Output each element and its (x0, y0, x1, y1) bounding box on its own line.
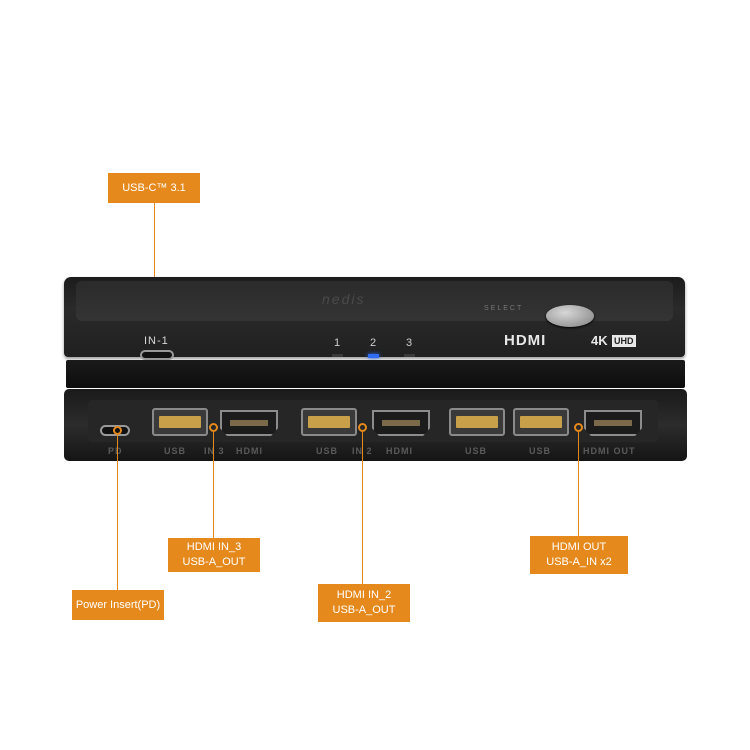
callout-hdmi-out-line1: HDMI OUT (551, 541, 607, 553)
rear-label-hdmi-out: HDMI OUT (583, 446, 636, 456)
usb-a-port-4 (513, 408, 569, 436)
callout-usb-c: USB-C™ 3.1 (108, 173, 200, 203)
4k-logo: 4K (591, 333, 608, 348)
select-label: SELECT (484, 305, 524, 312)
usb-a-port-3 (449, 408, 505, 436)
indicator-2-label: 2 (370, 337, 377, 349)
callout-hdmi-in2: HDMI IN_2 USB-A_OUT (318, 584, 410, 622)
rear-label-pd: PD (108, 446, 123, 456)
rear-label-usb-3: USB (465, 446, 488, 456)
front-port-label: IN-1 (144, 335, 169, 347)
hdmi-port-out (584, 410, 642, 436)
callout-in2-line (362, 432, 363, 584)
callout-hdmi-out: HDMI OUT USB-A_IN x2 (530, 536, 628, 574)
callout-out-line (578, 432, 579, 538)
hdmi-port-in3 (220, 410, 278, 436)
indicator-1-led (332, 354, 343, 357)
rear-label-hdmi-2: HDMI (386, 446, 413, 456)
callout-usb-c-text: USB-C™ 3.1 (122, 181, 186, 194)
indicator-1-label: 1 (334, 337, 341, 349)
callout-power: Power Insert(PD) (72, 590, 164, 620)
rear-label-usb-2: USB (316, 446, 339, 456)
callout-out-dot (574, 423, 583, 432)
indicator-3-led (404, 354, 415, 357)
indicator-2-led (368, 354, 379, 358)
indicator-3-label: 3 (406, 337, 413, 349)
callout-hdmi-in2-line1: HDMI IN_2 (336, 589, 392, 601)
rear-label-in2: IN 2 (352, 446, 373, 456)
callout-hdmi-in2-line2: USB-A_OUT (332, 604, 396, 616)
callout-hdmi-in3-line2: USB-A_OUT (182, 556, 246, 568)
rear-label-usb-4: USB (529, 446, 552, 456)
device-top-unit: nedis SELECT IN-1 1 2 3 HDMI 4K UHD (64, 277, 685, 360)
hdmi-port-in2 (372, 410, 430, 436)
callout-in2-dot (358, 423, 367, 432)
callout-power-text: Power Insert(PD) (75, 598, 161, 611)
usb-a-port-2 (301, 408, 357, 436)
uhd-badge: UHD (612, 335, 636, 347)
callout-hdmi-out-line2: USB-A_IN x2 (546, 556, 612, 568)
device-gap (66, 360, 685, 388)
usb-c-port-front (140, 350, 174, 360)
callout-power-line (117, 435, 118, 594)
callout-hdmi-in3-line1: HDMI IN_3 (186, 541, 242, 553)
rear-label-usb-1: USB (164, 446, 187, 456)
select-button[interactable] (546, 305, 594, 327)
usb-a-port-1 (152, 408, 208, 436)
rear-label-in3: IN 3 (204, 446, 225, 456)
callout-hdmi-in3: HDMI IN_3 USB-A_OUT (168, 538, 260, 572)
rear-label-hdmi-1: HDMI (236, 446, 263, 456)
brand-logo: nedis (322, 291, 366, 307)
hdmi-logo: HDMI (504, 332, 547, 349)
callout-in3-line (213, 432, 214, 538)
callout-power-dot (113, 426, 122, 435)
callout-in3-dot (209, 423, 218, 432)
